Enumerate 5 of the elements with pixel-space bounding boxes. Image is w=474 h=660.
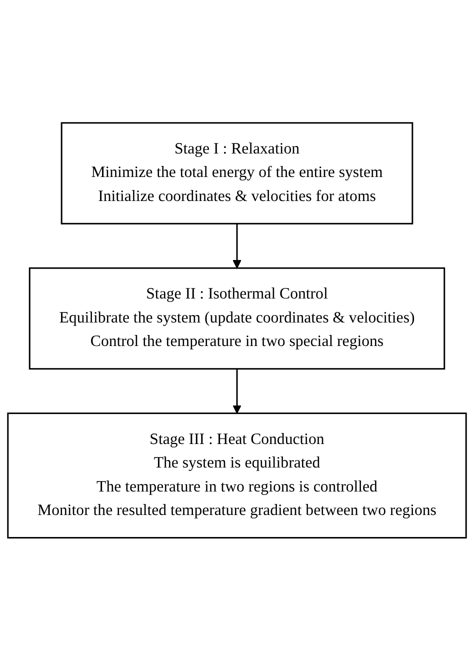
arrow	[232, 368, 242, 414]
node-box: Stage III : Heat Conduction The system is equilibrated The temperature in two regions is controlled Monitor the resulted temperature gradient between two regions	[7, 412, 467, 538]
arrow	[232, 223, 242, 268]
node-box: Stage I : Relaxation Minimize the total energy of the entire system Initialize coordinates & velocities for atoms	[60, 122, 414, 224]
node-box: Stage II : Isothermal Control Equilibrate the system (update coordinates & velocities) Control the temperature in two special regions	[28, 267, 446, 370]
